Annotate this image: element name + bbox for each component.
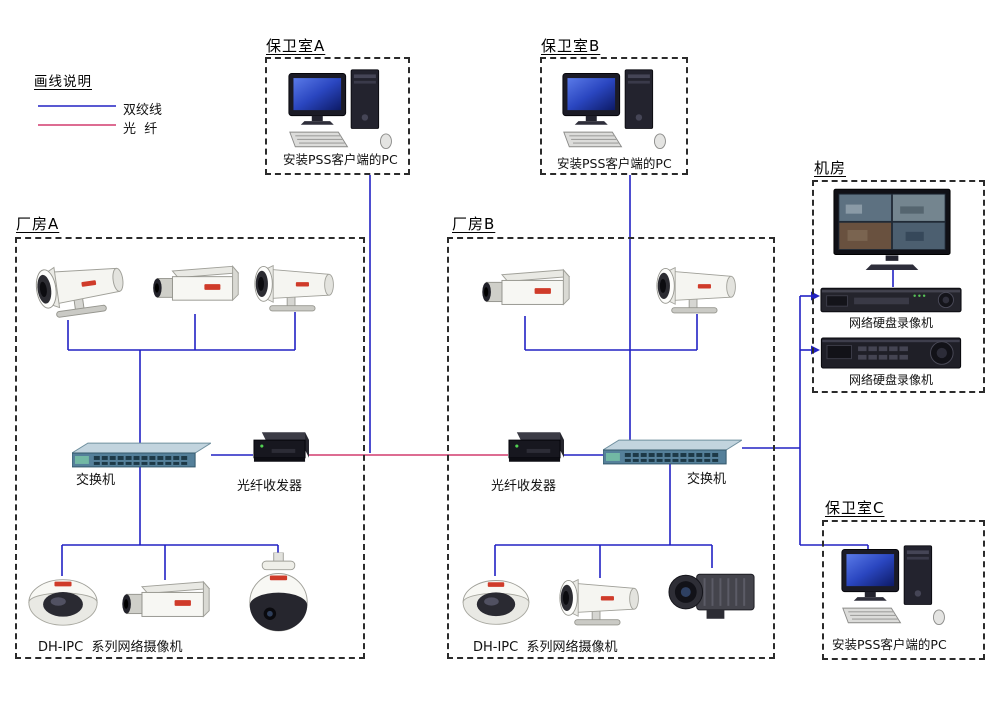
guard-room-c-title: 保卫室C [825, 499, 885, 517]
nvr-bottom-icon [820, 337, 962, 369]
legend-label-twisted-pair: 双绞线 [123, 103, 163, 118]
factory-a-fiber-transceiver-label: 光纤收发器 [237, 479, 303, 494]
pc-guard-room-b-label: 安装PSS客户端的PC [557, 156, 672, 171]
nvr-top-icon [820, 287, 962, 313]
nvr-bottom-label: 网络硬盘录像机 [849, 373, 934, 387]
factory-a-bullet-camera-2-icon [247, 260, 343, 313]
factory-b-title: 厂房B [452, 215, 496, 233]
factory-b-zone [447, 237, 775, 659]
factory-b-switch-icon [603, 438, 742, 466]
factory-b-dome-camera-icon [459, 575, 533, 628]
equipment-room-zone [812, 180, 985, 393]
factory-a-ptz-dome-camera-icon [245, 552, 312, 641]
factory-a-box-camera-1-icon [148, 262, 242, 312]
guard-room-a-title: 保卫室A [266, 37, 326, 55]
factory-a-switch-label: 交换机 [76, 473, 116, 488]
pc-guard-room-c-icon [840, 544, 950, 631]
factory-b-cameras-label: DH-IPC 系列网络摄像机 [473, 640, 618, 655]
factory-a-title: 厂房A [16, 215, 60, 233]
pc-guard-room-a-label: 安装PSS客户端的PC [283, 152, 398, 167]
factory-a-fiber-transceiver-icon [252, 429, 309, 465]
pc-guard-room-b-icon [561, 68, 671, 155]
legend-title: 画线说明 [34, 74, 92, 90]
factory-b-fiber-transceiver-label: 光纤收发器 [491, 479, 557, 494]
factory-b-shoebox-camera-icon [665, 566, 759, 626]
pc-guard-room-c-label: 安装PSS客户端的PC [832, 637, 947, 652]
factory-b-bullet-camera-1-icon [649, 262, 745, 315]
factory-a-box-camera-2-icon [117, 578, 213, 628]
factory-a-dome-camera-icon [25, 574, 101, 629]
pc-guard-room-a-icon [287, 68, 397, 155]
guard-room-a-zone [265, 57, 410, 175]
factory-b-bullet-camera-2-icon [552, 574, 648, 627]
factory-b-box-camera-1-icon [477, 266, 573, 316]
guard-room-b-title: 保卫室B [541, 37, 601, 55]
equipment-room-title: 机房 [814, 159, 847, 177]
legend-label-fiber: 光 纤 [123, 122, 158, 137]
factory-b-fiber-transceiver-icon [507, 429, 564, 465]
guard-room-b-zone [540, 57, 688, 175]
factory-a-zone [15, 237, 365, 659]
factory-a-cameras-label: DH-IPC 系列网络摄像机 [38, 640, 183, 655]
nvr-top-label: 网络硬盘录像机 [849, 316, 934, 330]
factory-a-switch-icon [72, 441, 211, 469]
factory-b-switch-label: 交换机 [687, 472, 727, 487]
guard-room-c-zone [822, 520, 985, 660]
cctv-monitor-icon [833, 188, 951, 272]
